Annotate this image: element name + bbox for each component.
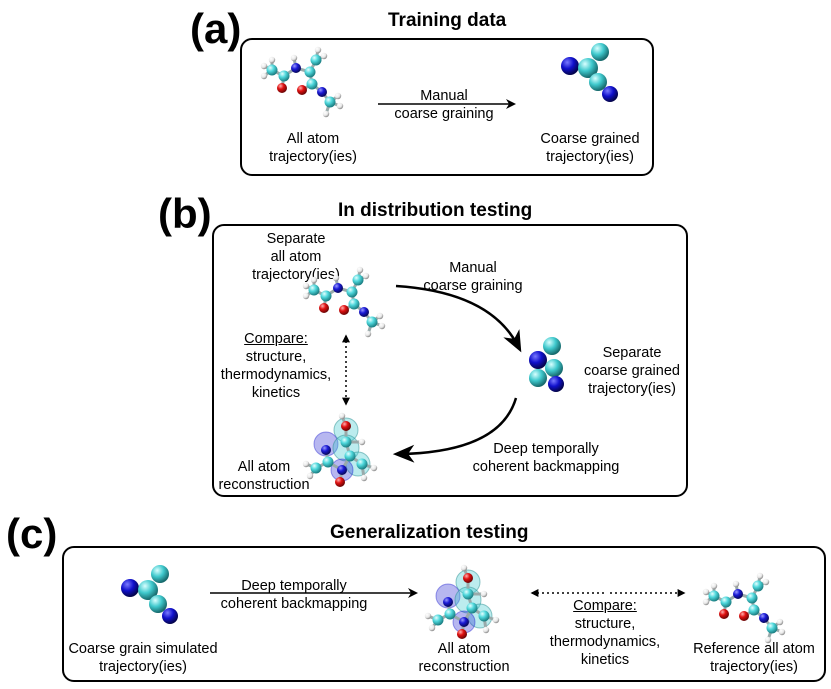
panel-b-compare-block: Compare: structure, thermodynamics, kine…	[218, 330, 334, 402]
panel-c-compare-heading: Compare:	[573, 598, 637, 614]
panel-a-cg-molecule	[561, 43, 618, 102]
panel-c-recon-molecule	[423, 563, 501, 641]
panel-c-box	[62, 546, 826, 682]
panel-b-cg-molecule	[529, 337, 564, 392]
panel-c-reference-molecule	[701, 571, 787, 645]
panel-b-recon-molecule	[301, 411, 379, 489]
panel-b-top-arrow	[395, 284, 522, 353]
panel-b-box	[212, 224, 688, 497]
panel-c-title: Generalization testing	[330, 522, 529, 543]
panel-b-letter: (b)	[158, 190, 212, 237]
panel-b-all-atom-molecule	[301, 265, 387, 339]
panel-a-box	[240, 38, 654, 176]
panel-c-letter: (c)	[6, 510, 58, 557]
panel-a-title: Training data	[388, 10, 507, 31]
panel-b-compare-heading: Compare:	[244, 331, 308, 347]
panel-a-letter: (a)	[190, 5, 242, 52]
panel-b-bottom-arrow	[392, 397, 518, 463]
panel-c-compare-block: Compare: structure, thermodynamics, kine…	[546, 597, 664, 669]
panel-a-all-atom-molecule	[259, 45, 345, 119]
panel-c-cg-molecule	[121, 565, 178, 624]
panel-b-title: In distribution testing	[338, 200, 533, 221]
